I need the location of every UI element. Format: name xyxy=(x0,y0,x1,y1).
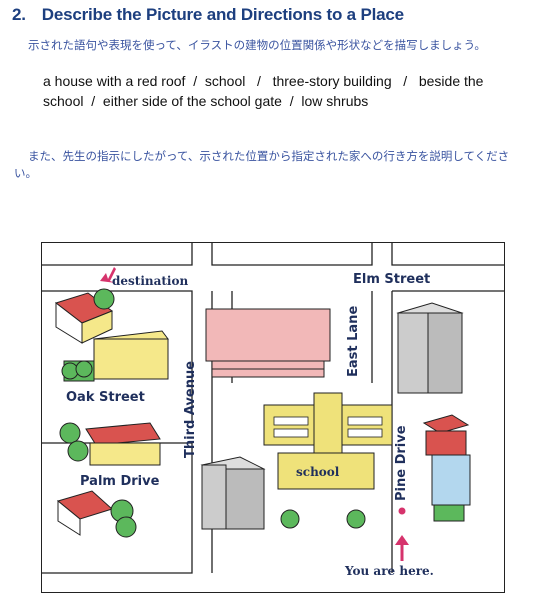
pink-building xyxy=(205,308,331,378)
section-number: 2. xyxy=(12,5,26,24)
label-school: school xyxy=(296,465,340,479)
vocabulary-list: a house with a red roof / school / three… xyxy=(43,71,513,111)
label-you-are-here: You are here. xyxy=(345,564,434,578)
location-dot xyxy=(398,507,406,515)
grey-building-south xyxy=(200,456,266,530)
label-elm-street: Elm Street xyxy=(353,272,431,287)
vocab-line-2: school / either side of the school gate … xyxy=(43,93,369,109)
yellow-building-left xyxy=(61,330,169,382)
label-pine-drive: Pine Drive xyxy=(394,425,409,501)
vocab-line-1: a house with a red roof / school / three… xyxy=(43,73,484,89)
destination-house xyxy=(54,288,115,344)
oak-street-house xyxy=(59,422,161,466)
label-destination: destination xyxy=(112,274,189,288)
town-map: destination Elm Street East Lane Oak Str… xyxy=(41,242,505,593)
grey-building-east xyxy=(396,302,464,394)
label-oak-street: Oak Street xyxy=(66,390,145,405)
map-illustration xyxy=(42,243,504,574)
instruction-directions: また、先生の指示にしたがって、示された位置から指定された家への行き方を説明してく… xyxy=(14,149,510,180)
label-palm-drive: Palm Drive xyxy=(80,474,160,489)
pine-drive-houses xyxy=(422,414,471,522)
label-third-avenue: Third Avenue xyxy=(183,360,198,458)
instruction-describe: 示された語句や表現を使って、イラストの建物の位置関係や形状などを描写しましょう。 xyxy=(28,38,486,52)
destination-arrow xyxy=(100,267,116,283)
palm-drive-house xyxy=(56,490,137,538)
section-title: Describe the Picture and Directions to a… xyxy=(41,5,404,24)
section-heading: 2. Describe the Picture and Directions to… xyxy=(12,5,404,25)
label-east-lane: East Lane xyxy=(346,305,361,377)
school-building xyxy=(263,392,393,529)
